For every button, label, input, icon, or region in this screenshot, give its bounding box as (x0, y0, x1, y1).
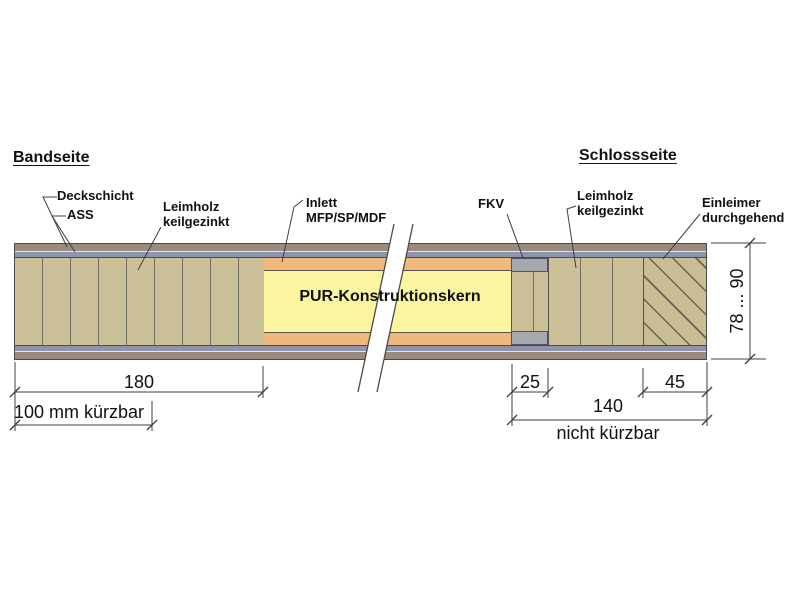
dimension-25: 25 (519, 372, 541, 392)
dimension-thickness-78-90: 78 ... 90 (727, 268, 747, 334)
leimholz-left-label-line2: keilgezinkt (163, 214, 230, 229)
deckschicht-leader-line (42, 196, 68, 248)
deckschicht-label: Deckschicht (57, 188, 134, 203)
ass-label: ASS (67, 207, 94, 222)
panel-left-outline (14, 243, 15, 360)
panel-bottom-outline (14, 359, 707, 360)
deckschicht-bottom-layer (14, 352, 707, 359)
inlett-label: Inlett MFP/SP/MDF (306, 195, 386, 225)
fkv-top-block (511, 258, 548, 272)
deckschicht-top-layer (14, 244, 707, 251)
einleimer-label-line1: Einleimer (702, 195, 761, 210)
inlett-label-line2: MFP/SP/MDF (306, 210, 387, 225)
leimholz-left-label-line1: Leimholz (163, 199, 220, 214)
fkv-label: FKV (478, 196, 504, 211)
leimholz-right-label-line1: Leimholz (577, 188, 634, 203)
inlett-bottom-layer (264, 333, 511, 345)
pur-core-label: PUR-Konstruktionskern (299, 288, 481, 305)
inlett-top-layer (264, 258, 511, 270)
dimension-45: 45 (664, 372, 686, 392)
fkv-column (511, 258, 548, 345)
einleimer-region (643, 258, 707, 345)
inlett-label-line1: Inlett (306, 195, 338, 210)
fkv-left-joint (511, 258, 512, 345)
leimholz-right-label: Leimholz keilgezinkt (577, 188, 643, 218)
dimension-140: 140 (592, 396, 624, 416)
fkv-column-joint (533, 272, 534, 331)
einleimer-label: Einleimer durchgehend (702, 195, 784, 225)
lock-side-title: Schlossseite (579, 147, 677, 164)
leimholz-left-label: Leimholz keilgezinkt (163, 199, 229, 229)
fkv-bottom-block (511, 331, 548, 345)
leimholz-right-region (548, 258, 643, 345)
panel-right-outline (706, 243, 707, 360)
dimension-100mm-kuerzbar: 100 mm kürzbar (14, 402, 145, 422)
einleimer-label-line2: durchgehend (702, 210, 785, 225)
hinge-side-title: Bandseite (13, 149, 90, 166)
nicht-kuerzbar-note: nicht kürzbar (556, 423, 660, 443)
leimholz-left-region (15, 258, 264, 345)
leimholz-right-label-line2: keilgezinkt (577, 203, 644, 218)
dimension-180: 180 (123, 372, 155, 392)
